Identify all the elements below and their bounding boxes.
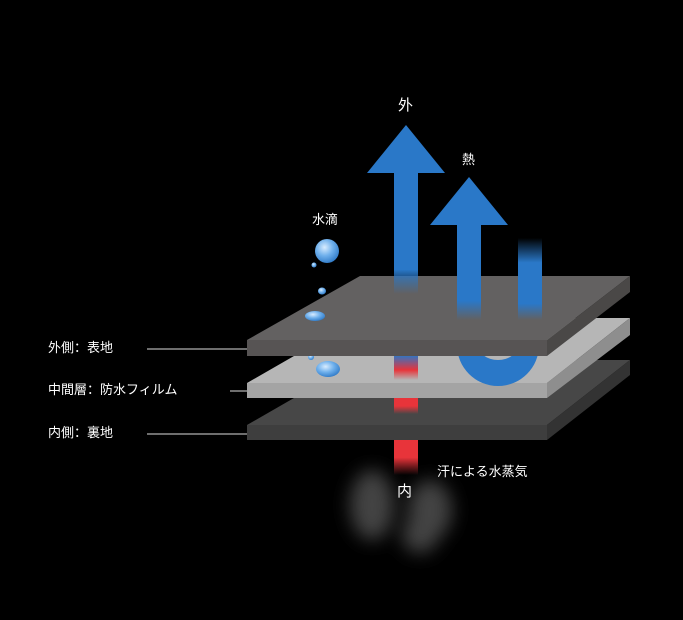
label-sweat-vapor: 汗による水蒸気: [437, 465, 528, 480]
label-outer-layer: 外側：表地: [48, 341, 114, 356]
outward-arrow: [367, 125, 445, 294]
steam-cloud: [350, 470, 452, 553]
water-drop: [318, 287, 326, 295]
label-water-drops: 水滴: [312, 213, 339, 228]
heat-return-bar: [518, 238, 542, 320]
label-heat: 熱: [462, 153, 476, 168]
label-inside: 内: [397, 482, 413, 500]
water-drop: [305, 311, 325, 321]
water-drop: [311, 262, 317, 268]
vapor-bar-bottom: [394, 440, 418, 475]
water-drop: [316, 361, 340, 377]
label-inner-layer: 内側：裏地: [48, 426, 114, 441]
vapor-bar-blue-red: [394, 355, 418, 380]
heat-arrow: [430, 177, 508, 320]
label-middle-layer: 中間層：防水フィルム: [48, 383, 178, 398]
label-outside: 外: [398, 96, 414, 114]
vapor-bar-mid: [394, 398, 418, 414]
water-drop: [315, 239, 339, 263]
